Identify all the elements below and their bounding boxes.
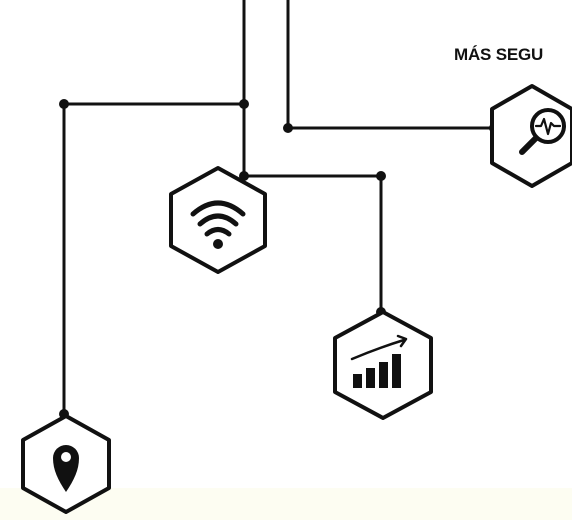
growth-bar-chart-icon: [333, 310, 433, 420]
junction-dot: [59, 99, 69, 109]
junction-dot: [239, 99, 249, 109]
junction-dot: [283, 123, 293, 133]
junction-dot: [376, 171, 386, 181]
wifi-icon: [169, 166, 267, 274]
analytics-search-icon: [490, 84, 572, 188]
connector-lines: [62, 0, 496, 416]
location-pin-icon: [21, 414, 111, 514]
heading-label: MÁS SEGU: [454, 45, 543, 64]
junction-dot: [239, 171, 249, 181]
